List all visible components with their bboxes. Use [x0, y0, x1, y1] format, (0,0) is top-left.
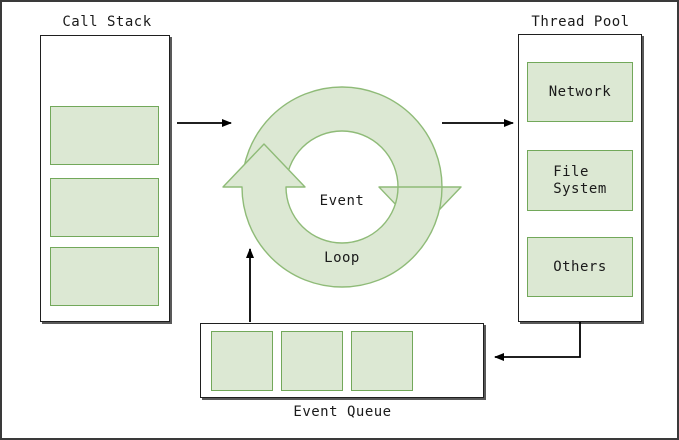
- event-queue-item-2[interactable]: [281, 331, 343, 391]
- event-queue-title: Event Queue: [293, 404, 392, 420]
- call-stack-title: Call Stack: [62, 14, 152, 30]
- event-loop-label-line2: Loop: [324, 250, 360, 266]
- arrow-threadpool-to-eventqueue: [494, 322, 581, 361]
- event-loop-label-line1: Event: [319, 193, 365, 209]
- call-stack-frame-2[interactable]: [50, 178, 159, 237]
- call-stack-frame-3[interactable]: [50, 247, 159, 306]
- thread-pool-worker-file-system[interactable]: File System: [527, 150, 633, 211]
- event-queue-item-3[interactable]: [351, 331, 413, 391]
- event-loop-label: Event Loop: [282, 154, 402, 306]
- thread-pool-worker-network[interactable]: Network: [527, 62, 633, 122]
- thread-pool-title: Thread Pool: [531, 14, 630, 30]
- thread-pool-worker-others[interactable]: Others: [527, 237, 633, 297]
- call-stack-frame-1[interactable]: [50, 106, 159, 165]
- event-queue-item-1[interactable]: [211, 331, 273, 391]
